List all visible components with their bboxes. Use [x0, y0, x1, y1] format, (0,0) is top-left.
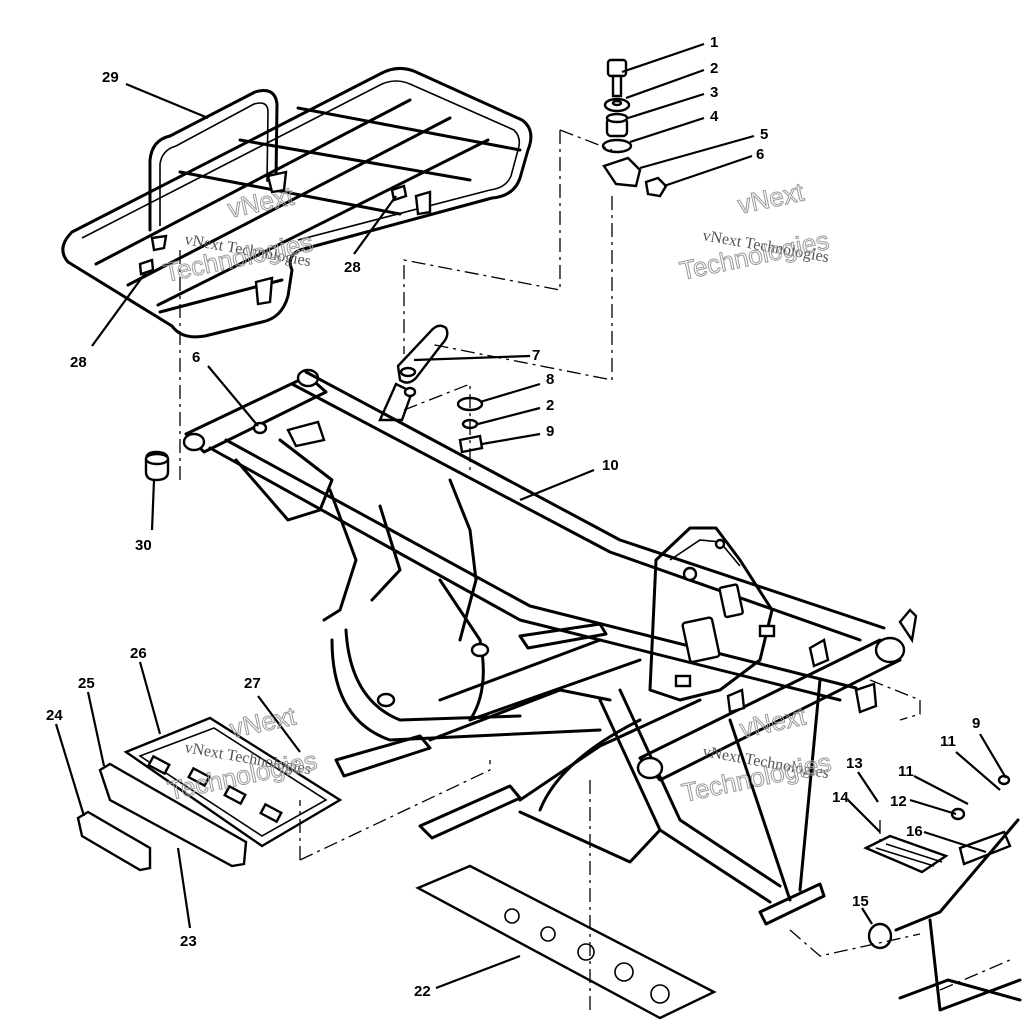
rack-bracket	[378, 324, 484, 454]
watermark-text: vNext	[735, 177, 807, 220]
watermark-text: Technologies	[161, 227, 316, 288]
main-frame	[182, 368, 918, 926]
callout-25: 25	[78, 675, 95, 692]
callout-11: 11	[898, 763, 914, 780]
watermark-text: vNext	[225, 181, 297, 224]
rear-skid-plate	[76, 716, 343, 872]
callout-9: 9	[546, 423, 554, 440]
callout-26: 26	[130, 645, 147, 662]
callout-13: 13	[846, 755, 863, 772]
callout-12: 12	[890, 793, 907, 810]
callout-15: 15	[852, 893, 869, 910]
callout-7: 7	[532, 347, 540, 364]
callout-9: 9	[972, 715, 980, 732]
callout-2: 2	[546, 397, 554, 414]
callout-28: 28	[70, 354, 87, 371]
watermark-text: Technologies	[677, 225, 832, 286]
rear-rack	[61, 67, 533, 339]
callout-6: 6	[756, 146, 764, 163]
callout-3: 3	[710, 84, 718, 101]
callout-29: 29	[102, 69, 119, 86]
callout-16: 16	[906, 823, 923, 840]
leader-lines	[54, 42, 1007, 990]
rubber-bumper	[144, 450, 170, 482]
callout-4: 4	[710, 108, 719, 125]
callout-22: 22	[414, 983, 431, 1000]
callout-2: 2	[710, 60, 718, 77]
callout-11: 11	[940, 733, 956, 750]
callout-27: 27	[244, 675, 261, 692]
watermark-text: vNext	[737, 701, 809, 744]
callout-6: 6	[192, 349, 200, 366]
front-skid-plate	[415, 864, 717, 1020]
callout-1: 1	[710, 34, 718, 51]
callout-5: 5	[760, 126, 768, 143]
callout-8: 8	[546, 371, 554, 388]
callout-10: 10	[602, 457, 619, 474]
callout-28: 28	[344, 259, 361, 276]
callout-24: 24	[46, 707, 63, 724]
assembly-centerlines	[179, 129, 1011, 1010]
callout-14: 14	[832, 789, 849, 806]
callout-23: 23	[180, 933, 197, 950]
callout-30: 30	[135, 537, 152, 554]
footrest-assembly	[863, 774, 1022, 1012]
callout-labels: 1 2 3 4 5 6 6 7 8 2 9 10 28 28 29 30 26 …	[46, 34, 980, 1000]
mount-hardware-stack	[601, 58, 668, 198]
